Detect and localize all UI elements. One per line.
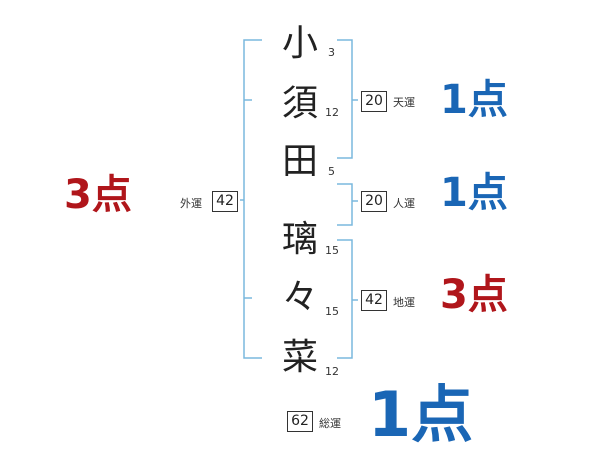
chikaku-score: 3点	[440, 272, 508, 318]
tenkaku-value-box: 20	[361, 91, 387, 112]
gaikaku-bracket	[240, 39, 262, 359]
stroke-count-5: 15	[325, 305, 339, 318]
tenkaku-score: 1点	[440, 77, 508, 123]
stroke-count-2: 12	[325, 106, 339, 119]
stroke-count-1: 3	[328, 46, 335, 59]
chikaku-label: 地運	[393, 296, 415, 309]
gaikaku-score: 3点	[64, 172, 132, 218]
jinkaku-label: 人運	[393, 197, 415, 210]
name-char-5: 々	[281, 277, 318, 318]
stroke-count-4: 15	[325, 244, 339, 257]
jinkaku-score: 1点	[440, 170, 508, 216]
jinkaku-bracket	[337, 183, 358, 226]
name-char-3: 田	[281, 141, 318, 182]
gaikaku-label: 外運	[180, 197, 202, 210]
stroke-count-6: 12	[325, 365, 339, 378]
jinkaku-value-box: 20	[361, 191, 387, 212]
name-char-2: 須	[281, 83, 318, 124]
tenkaku-bracket	[337, 39, 358, 159]
chikaku-value-box: 42	[361, 290, 387, 311]
name-char-6: 菜	[281, 337, 318, 378]
soukaku-label: 総運	[319, 417, 341, 430]
soukaku-value-box: 62	[287, 411, 313, 432]
tenkaku-label: 天運	[393, 96, 415, 109]
chikaku-bracket	[337, 239, 358, 359]
soukaku-score: 1点	[368, 378, 474, 451]
stroke-count-3: 5	[328, 165, 335, 178]
gaikaku-value-box: 42	[212, 191, 238, 212]
name-char-1: 小	[281, 23, 318, 64]
name-char-4: 璃	[281, 219, 318, 260]
